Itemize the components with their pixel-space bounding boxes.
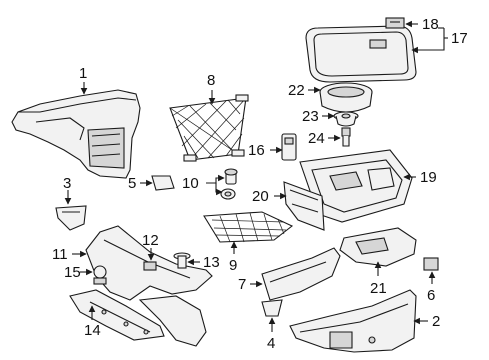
part-16-bracket bbox=[281, 133, 297, 161]
part-22-tool-holder bbox=[319, 82, 373, 113]
callout-16: 16 bbox=[248, 142, 283, 159]
part-10-fasteners bbox=[220, 168, 238, 200]
part-21-bracket-assembly bbox=[339, 227, 417, 267]
part-24-bolt bbox=[341, 127, 351, 147]
callout-label-2: 2 bbox=[432, 313, 440, 330]
part-3-trim-piece bbox=[55, 205, 87, 231]
callout-20: 20 bbox=[252, 188, 287, 205]
part-14-sill-plate bbox=[69, 289, 165, 341]
callout-14: 14 bbox=[84, 305, 101, 339]
callout-label-12: 12 bbox=[142, 232, 159, 249]
callout-6: 6 bbox=[427, 271, 435, 304]
part-4-clip bbox=[261, 299, 283, 317]
callout-label-1: 1 bbox=[79, 65, 87, 82]
callout-label-20: 20 bbox=[252, 188, 269, 205]
callout-22: 22 bbox=[288, 82, 321, 99]
part-2-rear-sill-trim bbox=[289, 289, 417, 353]
callout-8: 8 bbox=[207, 72, 215, 105]
callout-12: 12 bbox=[142, 232, 159, 261]
part-8-cargo-net bbox=[169, 94, 249, 162]
floor-net-mesh bbox=[211, 212, 287, 243]
part-9-floor-net bbox=[203, 211, 294, 243]
callout-10: 10 bbox=[182, 174, 225, 196]
callout-1: 1 bbox=[79, 65, 87, 95]
callout-label-3: 3 bbox=[63, 175, 71, 192]
callout-15: 15 bbox=[64, 264, 93, 281]
callout-label-24: 24 bbox=[308, 130, 325, 147]
callout-23: 23 bbox=[302, 108, 335, 125]
part-19-storage-bin bbox=[299, 149, 413, 223]
callout-7: 7 bbox=[238, 276, 263, 293]
part-17-cover-board bbox=[305, 25, 417, 83]
callout-4: 4 bbox=[267, 317, 275, 352]
callout-5: 5 bbox=[128, 175, 153, 192]
callout-label-9: 9 bbox=[229, 257, 237, 274]
callout-label-8: 8 bbox=[207, 72, 215, 89]
part-20-bin-bracket bbox=[283, 181, 325, 231]
callout-label-21: 21 bbox=[370, 280, 387, 297]
callout-9: 9 bbox=[229, 241, 237, 274]
callout-label-17: 17 bbox=[451, 30, 468, 47]
callout-label-13: 13 bbox=[203, 254, 220, 271]
callout-17: 17 bbox=[411, 27, 468, 54]
callout-label-6: 6 bbox=[427, 287, 435, 304]
part-1-side-trim-panel bbox=[11, 89, 141, 179]
callout-label-16: 16 bbox=[248, 142, 265, 159]
part-15-retainer bbox=[93, 265, 107, 285]
callout-label-14: 14 bbox=[84, 322, 101, 339]
part-5-clip bbox=[151, 175, 175, 191]
part-11-extension bbox=[138, 295, 207, 347]
callout-label-15: 15 bbox=[64, 264, 81, 281]
callout-3: 3 bbox=[63, 175, 71, 205]
part-12-clip bbox=[143, 261, 157, 271]
part-6-clip bbox=[423, 257, 439, 271]
callout-19: 19 bbox=[403, 169, 437, 186]
callout-label-22: 22 bbox=[288, 82, 305, 99]
callout-label-4: 4 bbox=[267, 335, 275, 352]
callout-label-19: 19 bbox=[420, 169, 437, 186]
callout-13: 13 bbox=[187, 254, 220, 271]
callout-label-5: 5 bbox=[128, 175, 136, 192]
callout-21: 21 bbox=[370, 261, 387, 297]
callout-label-10: 10 bbox=[182, 175, 199, 192]
callout-24: 24 bbox=[308, 130, 341, 147]
callout-label-7: 7 bbox=[238, 276, 246, 293]
callout-2: 2 bbox=[413, 313, 440, 330]
part-18-clip bbox=[385, 17, 405, 29]
callout-label-11: 11 bbox=[52, 246, 68, 263]
part-13-push-pin bbox=[173, 252, 191, 269]
callout-18: 18 bbox=[405, 16, 439, 33]
cargo-net-mesh bbox=[169, 97, 247, 161]
part-23-hold-down-nut bbox=[333, 111, 359, 127]
callout-label-18: 18 bbox=[422, 16, 439, 33]
callout-label-23: 23 bbox=[302, 108, 319, 125]
part-7-bracket bbox=[261, 247, 341, 301]
callout-11: 11 bbox=[52, 246, 87, 263]
